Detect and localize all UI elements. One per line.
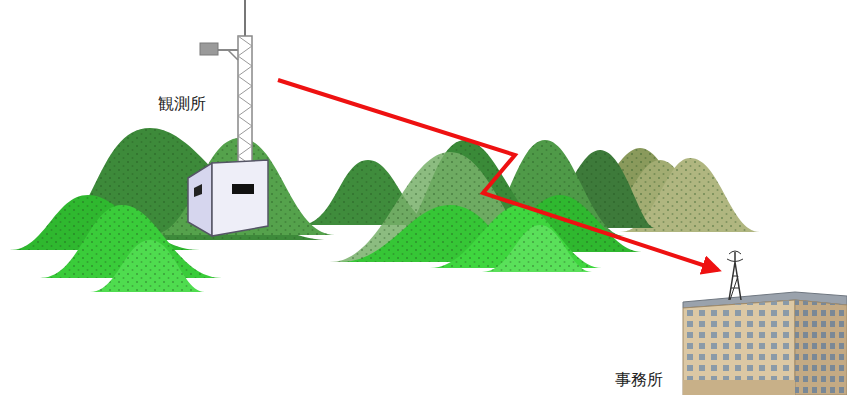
mountain bbox=[90, 240, 205, 292]
antenna-brace bbox=[228, 50, 238, 60]
antenna-lattice bbox=[730, 276, 738, 300]
office-node: 事務所 bbox=[718, 248, 847, 395]
antenna-lattice bbox=[731, 288, 739, 289]
antenna-pole bbox=[244, 0, 246, 38]
antenna-tower bbox=[200, 0, 252, 182]
building-front bbox=[683, 300, 795, 395]
antenna-element bbox=[729, 251, 741, 254]
office-antenna bbox=[727, 251, 743, 300]
building-windows bbox=[795, 300, 847, 395]
antenna-dish bbox=[200, 43, 218, 55]
radio-link-arrow bbox=[278, 80, 718, 270]
antenna-lattice bbox=[732, 276, 738, 277]
building-windows bbox=[683, 300, 795, 395]
node-label: 事務所 bbox=[615, 370, 663, 391]
hut-front bbox=[212, 160, 268, 236]
antenna-pole bbox=[734, 252, 736, 262]
office-building bbox=[683, 292, 847, 395]
hut-side bbox=[188, 163, 212, 236]
front-mountains bbox=[10, 195, 642, 292]
node-label: 観測所 bbox=[158, 94, 206, 115]
station-node: 観測所 bbox=[150, 0, 278, 236]
building-base bbox=[683, 380, 795, 395]
hut-window bbox=[194, 184, 202, 197]
antenna-lattice bbox=[729, 262, 741, 300]
tower-lattice bbox=[238, 36, 252, 176]
station-hut bbox=[188, 160, 268, 236]
building-side bbox=[795, 300, 847, 395]
antenna-element bbox=[727, 259, 743, 262]
mountain bbox=[482, 225, 592, 272]
mountain-texture bbox=[90, 240, 205, 292]
hut-window bbox=[232, 184, 254, 194]
tower-mast bbox=[238, 36, 252, 182]
mountain-texture bbox=[482, 225, 592, 272]
